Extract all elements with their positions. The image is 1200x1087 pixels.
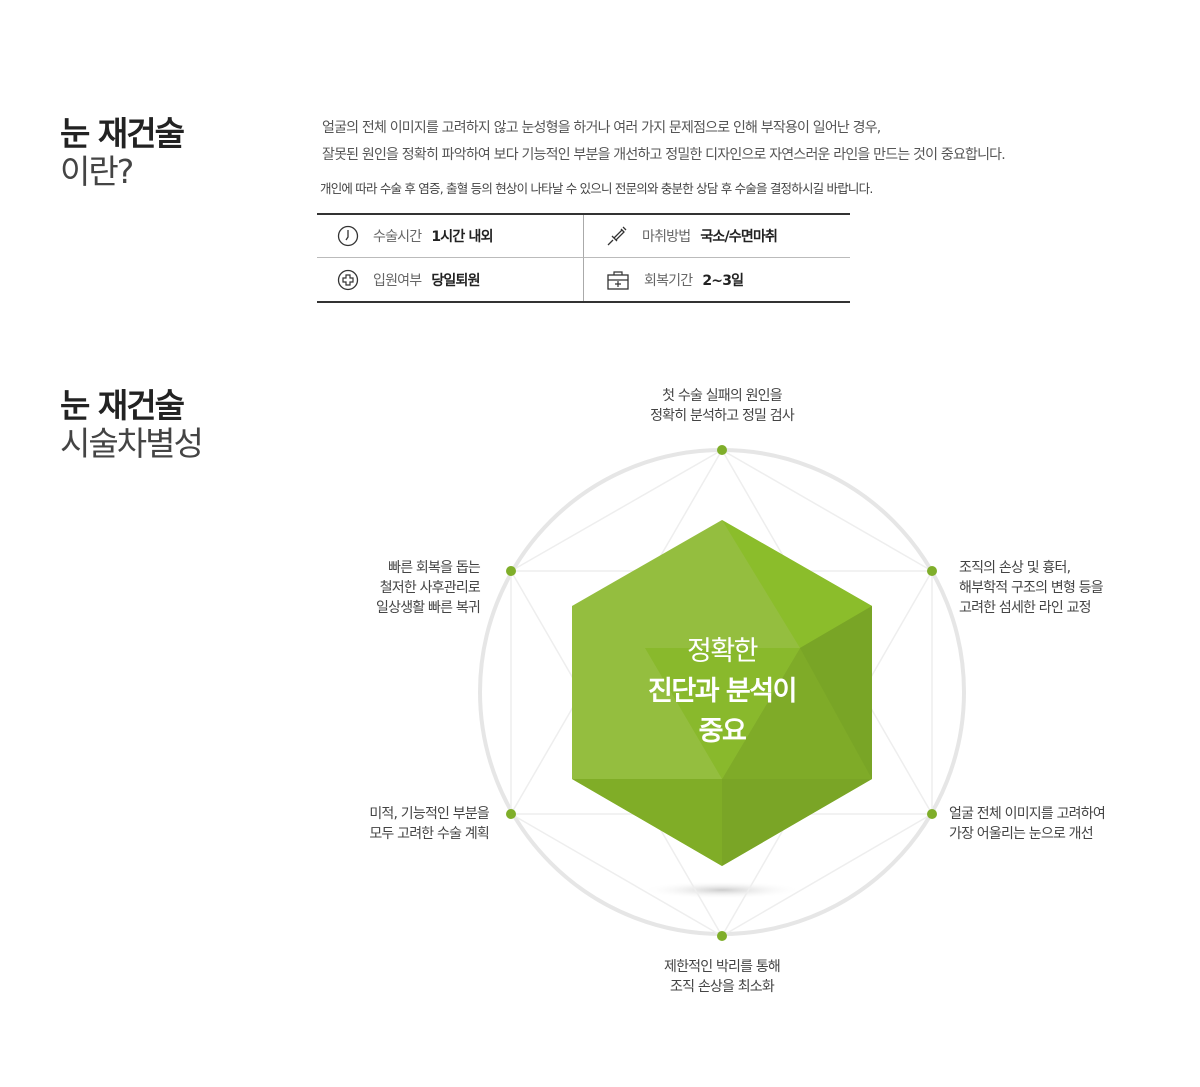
- section1-title: 눈 재건술 이란?: [60, 114, 185, 191]
- clock-icon: [337, 225, 359, 247]
- section1-description: 얼굴의 전체 이미지를 고려하지 않고 눈성형을 하거나 여러 가지 문제점으로…: [322, 120, 1006, 163]
- syringe-icon: [607, 226, 627, 246]
- first-aid-kit-icon: [607, 270, 629, 290]
- point-dots: [506, 445, 937, 941]
- center-message: 정확한 진단과 분석이 중요: [648, 636, 797, 747]
- section2-title: 눈 재건술 시술차별성: [60, 386, 204, 463]
- hexagon: [572, 520, 872, 866]
- shadow: [642, 881, 802, 899]
- medical-cross-icon: [337, 269, 359, 290]
- caution-note: 개인에 따라 수술 후 염증, 출혈 등의 현상이 나타날 수 있으니 전문의와…: [320, 181, 873, 196]
